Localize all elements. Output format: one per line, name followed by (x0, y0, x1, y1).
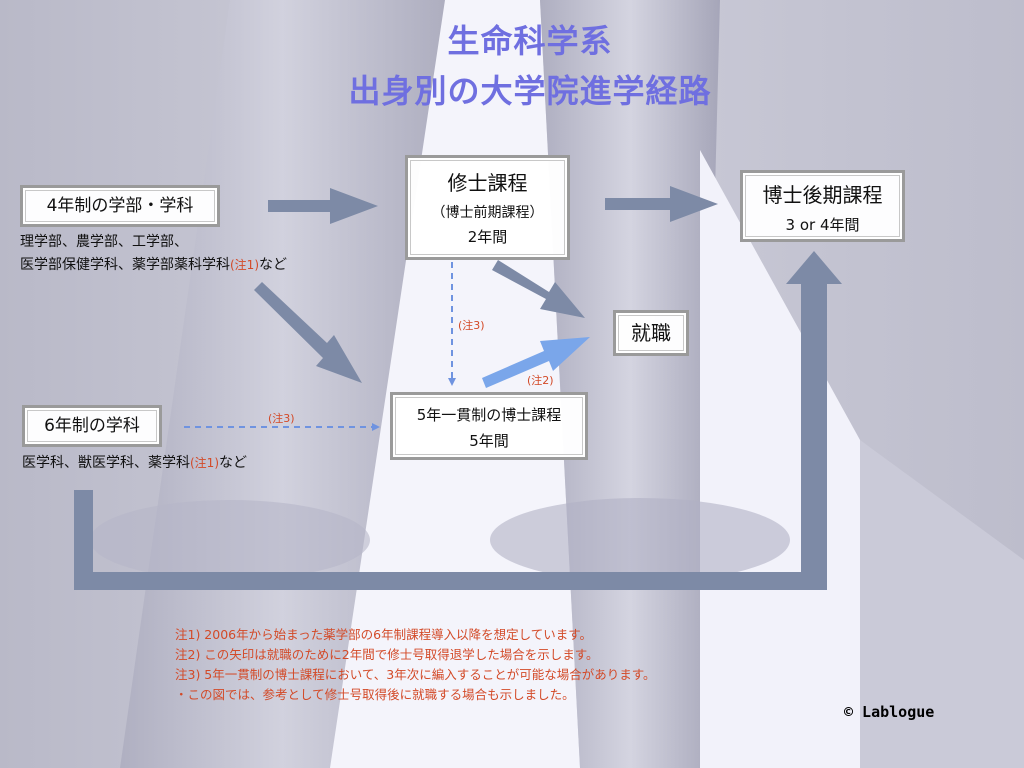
arrow-masters-to-doctoral (605, 186, 718, 222)
node-undergrad4-desc-text: 医学部保健学科、薬学部薬科学科 (20, 257, 230, 273)
arrow-undergrad4-to-masters (268, 188, 378, 224)
node-undergrad4-desc-suffix: など (259, 257, 287, 273)
node-masters-title: 修士課程 (447, 171, 528, 195)
node-undergrad4-note: (注1) (230, 258, 259, 272)
node-undergrad6: 6年制の学科 (22, 405, 162, 447)
copyright: © Lablogue (844, 703, 935, 721)
node-undergrad6-note: (注1) (190, 456, 219, 470)
node-undergrad4-desc-line2: 医学部保健学科、薬学部薬科学科(注1)など (20, 254, 287, 274)
footnote-2: 注2) この矢印は就職のために2年間で修士号取得退学した場合を示します。 (175, 647, 599, 662)
node-masters-duration: 2年間 (467, 228, 508, 246)
node-undergrad4-label: 4年制の学部・学科 (46, 196, 194, 216)
footnote-4: ・この図では、参考として修士号取得後に就職する場合も示しました。 (175, 687, 575, 702)
edge-label-note2-job: (注2) (527, 374, 554, 387)
node-undergrad4-desc-line1: 理学部、農学部、工学部、 (20, 234, 188, 250)
node-integrated: 5年一貫制の博士課程 5年間 (390, 392, 588, 460)
arrow-integrated-to-job (482, 337, 590, 388)
arrow-undergrad4-to-integrated (254, 282, 362, 383)
node-job: 就職 (613, 310, 689, 356)
node-undergrad6-label: 6年制の学科 (44, 416, 140, 436)
arrow-masters-to-job (492, 260, 585, 318)
node-undergrad6-desc-text: 医学科、獣医学科、薬学科 (22, 455, 190, 471)
node-doctoral-duration: 3 or 4年間 (785, 216, 860, 234)
footnote-1: 注1) 2006年から始まった薬学部の6年制課程導入以降を想定しています。 (175, 627, 592, 642)
node-undergrad4: 4年制の学部・学科 (20, 185, 220, 227)
page-title: 生命科学系 (447, 22, 613, 60)
node-doctoral-title: 博士後期課程 (762, 183, 883, 207)
node-job-label: 就職 (631, 321, 671, 345)
node-integrated-title: 5年一貫制の博士課程 (416, 406, 562, 424)
edge-label-note3-horizontal: (注3) (268, 412, 295, 425)
edge-label-note3-vertical: (注3) (458, 319, 485, 332)
page-subtitle: 出身別の大学院進学経路 (348, 72, 712, 110)
node-masters: 修士課程 （博士前期課程） 2年間 (405, 155, 570, 260)
node-integrated-duration: 5年間 (469, 432, 509, 450)
node-undergrad6-desc: 医学科、獣医学科、薬学科(注1)など (22, 452, 247, 472)
node-undergrad6-desc-suffix: など (219, 455, 247, 471)
footnote-3: 注3) 5年一貫制の博士課程において、3年次に編入することが可能な場合があります… (175, 667, 656, 682)
node-masters-subtitle: （博士前期課程） (431, 205, 544, 221)
node-doctoral: 博士後期課程 3 or 4年間 (740, 170, 905, 242)
